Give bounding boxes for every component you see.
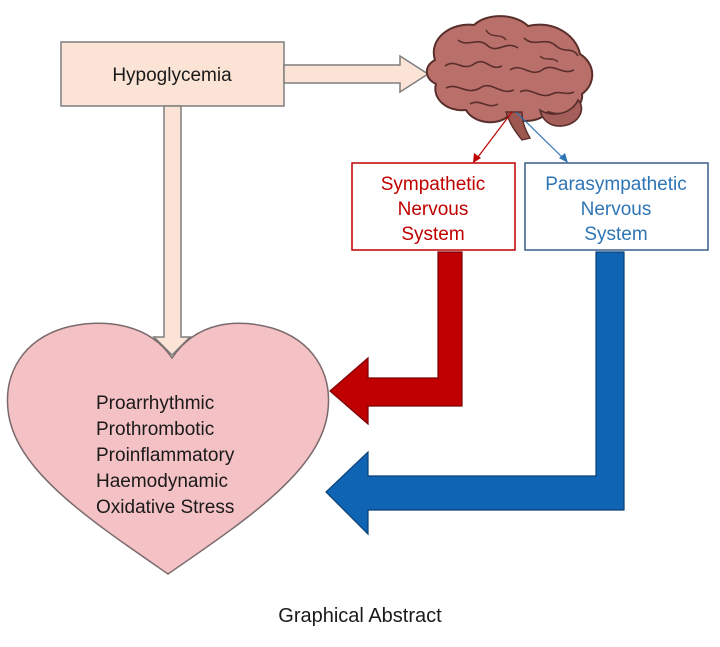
- brain-to-parasympathetic-line: [515, 111, 568, 163]
- parasympathetic-label-line1: Parasympathetic: [545, 174, 687, 195]
- effect-proarrhythmic: Proarrhythmic: [96, 393, 214, 414]
- heart-effects-list: Proarrhythmic Prothrombotic Proinflammat…: [96, 393, 235, 518]
- sympathetic-label-line1: Sympathetic: [381, 174, 486, 195]
- parasympathetic-label-line3: System: [584, 224, 647, 245]
- sympathetic-box: Sympathetic Nervous System: [351, 162, 516, 251]
- sympathetic-to-heart-arrow: [329, 251, 463, 426]
- figure-caption: Graphical Abstract: [278, 605, 442, 627]
- sympathetic-label-line2: Nervous: [398, 199, 469, 220]
- heart-shape: [6, 322, 330, 575]
- brain-icon: [425, 15, 594, 141]
- effect-proinflammatory: Proinflammatory: [96, 445, 235, 466]
- hypoglycemia-to-brain-arrow: [283, 54, 430, 94]
- effect-prothrombotic: Prothrombotic: [96, 419, 214, 440]
- parasympathetic-to-heart-arrow: [325, 251, 625, 536]
- parasympathetic-label-line2: Nervous: [581, 199, 652, 220]
- hypoglycemia-to-heart-arrow: [152, 105, 192, 357]
- effect-oxidative-stress: Oxidative Stress: [96, 497, 234, 518]
- hypoglycemia-label: Hypoglycemia: [112, 65, 232, 86]
- parasympathetic-box: Parasympathetic Nervous System: [524, 162, 709, 251]
- brain-to-sympathetic-line: [473, 111, 513, 163]
- hypoglycemia-box: Hypoglycemia: [60, 41, 285, 107]
- sympathetic-label-line3: System: [401, 224, 464, 245]
- effect-haemodynamic: Haemodynamic: [96, 471, 228, 492]
